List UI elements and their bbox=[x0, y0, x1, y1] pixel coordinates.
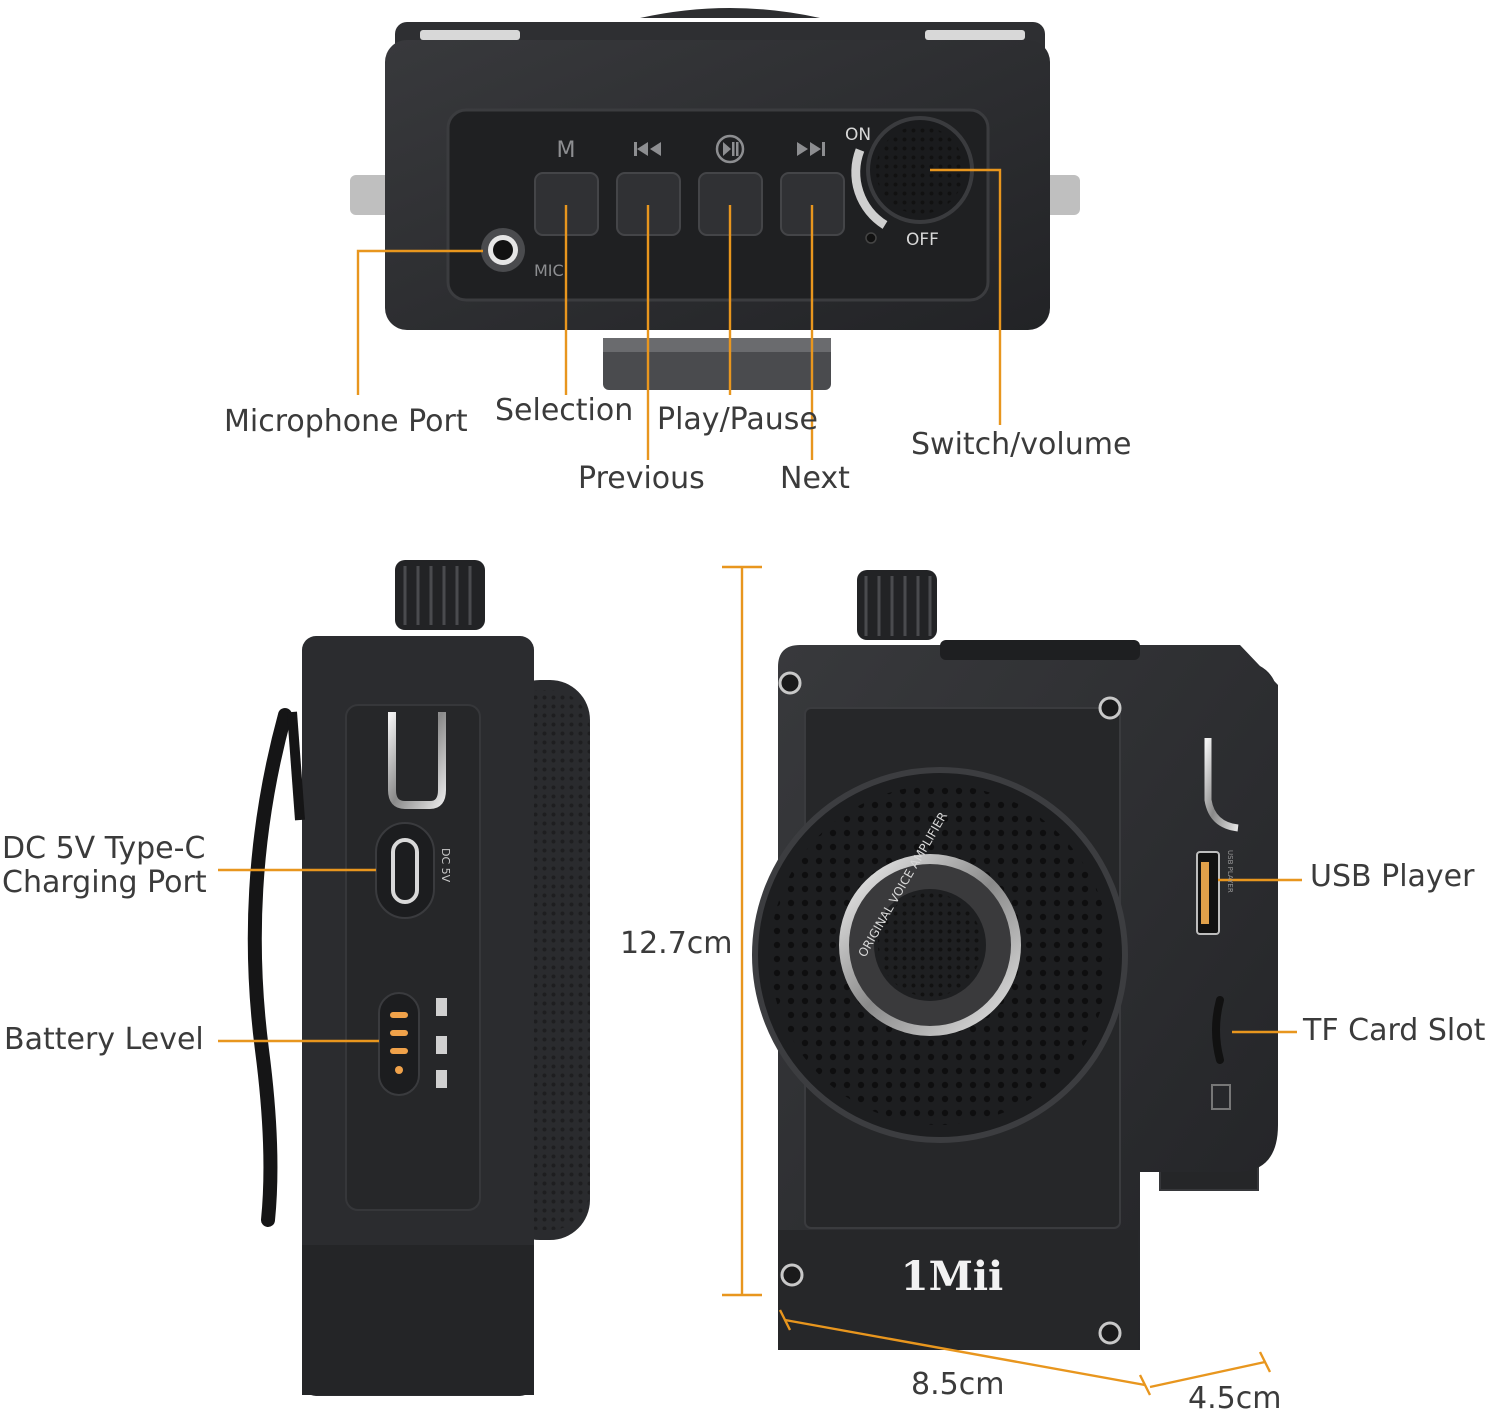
indicator-led bbox=[865, 232, 877, 244]
next-label: Next bbox=[780, 461, 850, 496]
switch-volume-label: Switch/volume bbox=[911, 427, 1132, 462]
side-leader-lines bbox=[218, 868, 379, 1043]
mic-jack-marking: MIC bbox=[534, 261, 564, 280]
tf-card-icon bbox=[1211, 1084, 1231, 1110]
type-c-port bbox=[391, 838, 419, 904]
previous-label: Previous bbox=[578, 461, 705, 496]
next-icon bbox=[797, 142, 825, 156]
screws bbox=[778, 671, 1122, 1345]
dc-charging-label-line2: Charging Port bbox=[2, 865, 207, 900]
width-dimension-label: 8.5cm bbox=[911, 1367, 1005, 1402]
volume-arc bbox=[851, 148, 888, 229]
battery-indicator bbox=[378, 992, 420, 1096]
left-lug bbox=[350, 175, 390, 215]
battery-level-label: Battery Level bbox=[4, 1022, 204, 1057]
front-view bbox=[752, 570, 1302, 1350]
height-dimension-label: 12.7cm bbox=[620, 926, 733, 961]
mode-button-marking: M bbox=[557, 138, 576, 163]
width-depth-dimension-lines bbox=[778, 1309, 1272, 1396]
dc-charging-label-line1: DC 5V Type-C bbox=[2, 831, 206, 866]
power-off-marking: OFF bbox=[906, 230, 939, 250]
play-pause-label: Play/Pause bbox=[657, 402, 818, 437]
belt-clip-wire bbox=[247, 708, 292, 1227]
side-view bbox=[218, 560, 590, 1396]
top-view bbox=[350, 8, 1080, 460]
usb-port-marking: USB PLAYER bbox=[1226, 850, 1234, 893]
lanyard-loop bbox=[388, 712, 446, 809]
brand-logo: 1Mii bbox=[901, 1253, 1004, 1300]
usb-player-label: USB Player bbox=[1310, 859, 1475, 894]
tf-card-slot-label: TF Card Slot bbox=[1303, 1013, 1486, 1048]
front-leader-lines bbox=[1218, 878, 1302, 1034]
side-lanyard-loop bbox=[1204, 738, 1239, 832]
front-knob bbox=[857, 570, 937, 640]
previous-icon bbox=[634, 142, 661, 156]
play-pause-icon bbox=[715, 134, 745, 164]
height-dimension-line bbox=[722, 565, 762, 1297]
microphone-port-label: Microphone Port bbox=[224, 404, 468, 439]
tf-card-slot bbox=[1212, 996, 1224, 1064]
power-on-marking: ON bbox=[845, 125, 871, 145]
battery-bars bbox=[436, 998, 447, 1088]
charge-port-marking: DC 5V bbox=[439, 848, 452, 883]
depth-dimension-label: 4.5cm bbox=[1188, 1381, 1282, 1416]
selection-label: Selection bbox=[495, 393, 634, 428]
top-leader-lines bbox=[356, 168, 1002, 460]
